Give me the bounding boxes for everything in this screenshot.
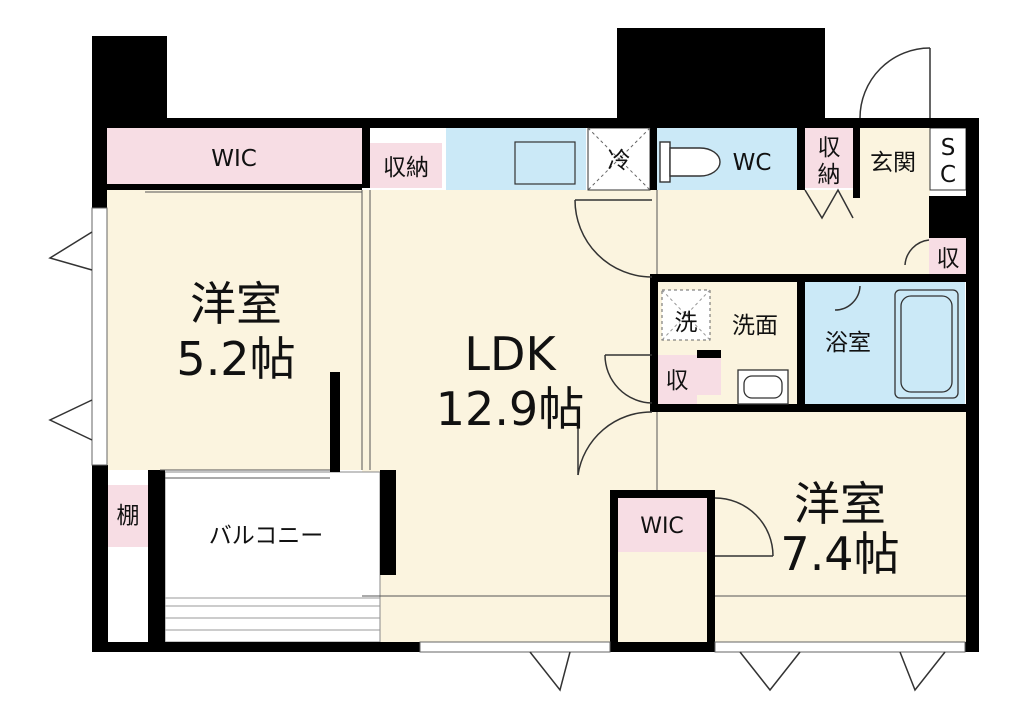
shelf-closet	[108, 485, 148, 547]
entrance-storage	[929, 238, 967, 274]
hall-storage	[805, 128, 853, 188]
shelf-label: 棚	[117, 503, 140, 529]
wic-bottom-label: WIC	[640, 514, 684, 539]
wash-storage	[657, 355, 697, 405]
entrance-area	[860, 128, 930, 196]
wash-label: 洗面	[732, 313, 778, 339]
entrance-storage-label: 収	[937, 246, 960, 272]
balcony-label: バルコニー	[209, 523, 324, 549]
washer-space	[661, 289, 711, 341]
fridge-icon	[587, 127, 651, 191]
ldk-room	[362, 190, 657, 642]
sliding-tracks	[145, 190, 966, 597]
wc-label: WC	[733, 150, 772, 176]
western-room-1-name: 洋室	[190, 277, 282, 331]
western-room-2-size: 7.4帖	[780, 527, 899, 581]
kitchen-sink	[514, 141, 576, 185]
wash-basin-icon	[737, 369, 789, 405]
western-room-1	[107, 190, 362, 470]
ldk-size: 12.9帖	[436, 382, 584, 436]
wic-top-closet	[107, 128, 362, 184]
door-swings	[48, 47, 946, 692]
western-room-1-size: 5.2帖	[176, 332, 295, 386]
fridge-label: 冷	[608, 148, 631, 174]
hallway	[657, 190, 929, 274]
bathtub-icon	[894, 289, 959, 399]
balcony-rail	[165, 597, 380, 631]
wash-storage-2	[697, 355, 721, 395]
toilet-icon	[659, 141, 721, 183]
entrance-label: 玄関	[870, 150, 916, 176]
hall-storage-label-1: 収	[818, 135, 841, 161]
ldk-name: LDK	[464, 327, 557, 381]
kitchen-storage	[370, 143, 442, 188]
western-room-2-name: 洋室	[794, 477, 886, 531]
wic-top-label: WIC	[211, 146, 257, 172]
sc-label-2: C	[940, 162, 956, 188]
wic-bottom-closet	[617, 497, 707, 552]
hall-storage-label-2: 納	[818, 162, 841, 188]
sc-label-1: S	[941, 135, 956, 161]
windows	[91, 207, 966, 653]
wash-storage-label: 収	[666, 368, 689, 394]
bath-label: 浴室	[825, 330, 871, 356]
washer-label: 洗	[675, 310, 698, 336]
kitchen-counter	[446, 128, 586, 190]
balcony	[164, 471, 381, 643]
kitchen-storage-label: 収納	[383, 155, 429, 181]
